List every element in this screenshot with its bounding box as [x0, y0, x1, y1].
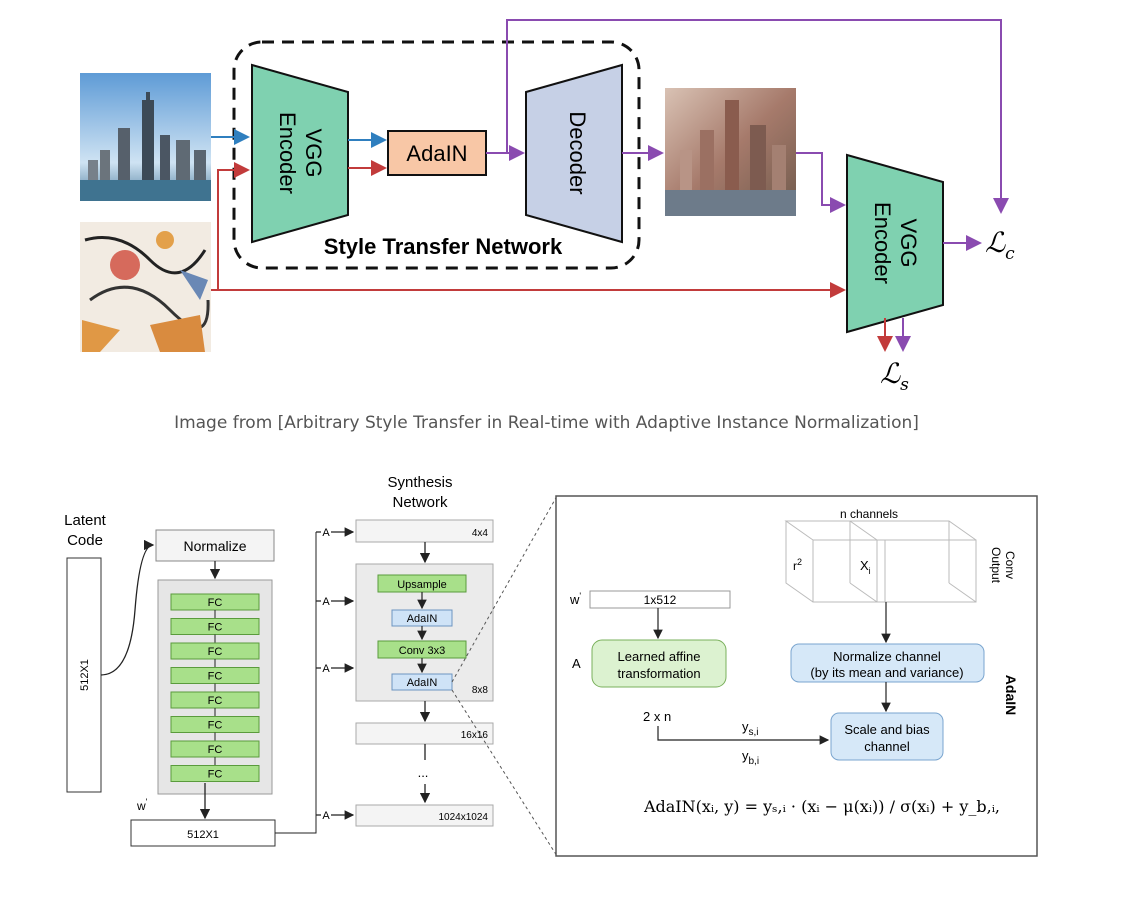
fc-label: FC [208, 769, 223, 781]
latent-to-normalize-arrow [100, 539, 155, 676]
latent-vector-label: 512X1 [79, 659, 91, 691]
normalize-label: Normalize [183, 538, 246, 554]
normalize-channel-box [790, 643, 985, 683]
a-branches: A A A A [316, 525, 355, 822]
conv-label: Conv 3x3 [399, 645, 445, 657]
x-i-label: Xi [860, 558, 871, 576]
scale-bias-line2: channel [864, 739, 910, 754]
a-label-bg [321, 808, 331, 822]
scale-bias-line1: Scale and bias [844, 722, 930, 737]
a-label: A [322, 663, 330, 675]
latent-code-label-line2: Code [67, 532, 103, 549]
res-16-label: 16x16 [461, 730, 489, 741]
a-label-bg [321, 594, 331, 608]
detail-w-box [589, 590, 731, 609]
synthesis-label-line1: Synthesis [387, 474, 452, 491]
conv-output-line1: Conv [1003, 551, 1017, 579]
a-label: A [322, 810, 330, 822]
affine-box [591, 639, 727, 688]
adain-formula: AdaIN(xᵢ, y) = yₛ,ᵢ · (xᵢ − μ(xᵢ)) / σ(x… [643, 797, 1000, 816]
decoder-label: Decoder [565, 111, 590, 194]
w-vector-label: 512X1 [187, 829, 219, 841]
detail-a-label: A [572, 656, 581, 671]
fc-box [170, 765, 260, 782]
figure-caption: Image from [Arbitrary Style Transfer in … [174, 413, 919, 433]
style-image [80, 222, 211, 352]
content-loss-symbol: ℒc [985, 226, 1015, 264]
fc-label: FC [208, 622, 223, 634]
normalize-channel-line1: Normalize channel [833, 649, 941, 664]
upsample-label: Upsample [397, 579, 447, 591]
encoder2-label-line2: Encoder [870, 202, 895, 284]
r2-label: r2 [793, 557, 802, 573]
adain-label: AdaIN [406, 141, 467, 166]
latent-code-label-line1: Latent [64, 512, 107, 529]
style-transfer-network-box [232, 40, 641, 270]
fc-label: FC [208, 720, 223, 732]
adain-label-1: AdaIN [407, 613, 438, 625]
content-image [80, 73, 211, 201]
affine-label-line2: transformation [617, 666, 700, 681]
network-label: Style Transfer Network [324, 234, 563, 259]
synthesis-label-line2: Network [392, 494, 448, 511]
decoder-block [525, 63, 623, 244]
affine-to-scale-arrow [657, 726, 830, 745]
res-4-label: 4x4 [472, 528, 489, 539]
res-1024-label: 1024x1024 [439, 812, 489, 823]
dots-label: ... [418, 765, 429, 780]
y-b-label: yb,i [742, 748, 759, 767]
a-label: A [322, 527, 330, 539]
res-1024-box [355, 804, 494, 827]
n-channels-label: n channels [840, 507, 898, 521]
normalize-channel-line2: (by its mean and variance) [810, 665, 963, 680]
encoder-label-line2: Encoder [275, 112, 300, 194]
output-to-encoder-arrow [796, 152, 846, 213]
fc-label: FC [208, 671, 223, 683]
w-vector-box [130, 819, 276, 847]
fc-label: FC [208, 695, 223, 707]
w-label: w' [136, 797, 148, 813]
a-label-bg [321, 525, 331, 539]
encoder-label-line1: VGG [301, 129, 326, 178]
scale-bias-box [830, 712, 944, 761]
fc-stack: FC FC FC FC FC FC FC FC [170, 593, 260, 782]
fc-label: FC [208, 597, 223, 609]
two-n-label: 2 x n [643, 709, 671, 724]
a-label: A [322, 596, 330, 608]
conv-output-line2: Output [989, 547, 1003, 584]
zoom-line-bottom [451, 689, 558, 857]
adain-to-content-loss-arrow [506, 19, 1009, 214]
y-s-label: ys,i [742, 719, 759, 738]
fc-label: FC [208, 744, 223, 756]
vgg-encoder-loss-block [846, 153, 944, 334]
a-label-bg [321, 661, 331, 675]
adain-label-2: AdaIN [407, 677, 438, 689]
style-to-encoder-arrow [217, 162, 250, 290]
detail-w-size: 1x512 [644, 593, 677, 607]
fc-label: FC [208, 646, 223, 658]
res-8-label: 8x8 [472, 685, 489, 696]
normalize-box [155, 529, 275, 562]
adain-side-label: AdaIN [1003, 675, 1019, 715]
vgg-encoder-block [251, 63, 349, 244]
encoder2-label-line1: VGG [896, 219, 921, 268]
affine-label-line1: Learned affine [618, 649, 701, 664]
w-branch-line [275, 532, 317, 834]
style-loss-symbol: ℒs [880, 357, 909, 395]
detail-w-label: w' [569, 591, 581, 607]
stylized-output-image [665, 88, 796, 216]
conv-output-cube [784, 520, 977, 603]
